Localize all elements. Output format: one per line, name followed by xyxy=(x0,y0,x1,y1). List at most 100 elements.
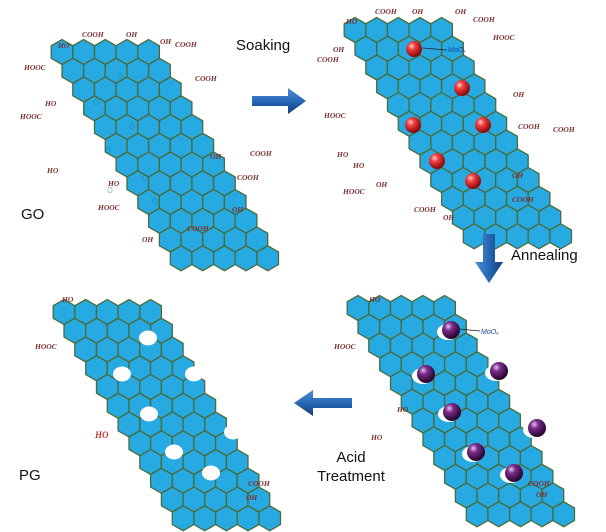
soaking-label: Soaking xyxy=(236,37,291,54)
hexagon-cell xyxy=(193,505,217,532)
nanoparticles xyxy=(113,41,546,483)
functional-group-label: HO xyxy=(370,433,383,442)
hexagon-cell xyxy=(169,245,193,272)
hexagon-cell xyxy=(505,223,529,250)
acid-treatment-arrow xyxy=(294,390,352,416)
moox-nanoparticle-icon xyxy=(406,41,422,57)
mo-nanoparticle-icon xyxy=(490,362,508,380)
oxygen-mark-icon xyxy=(93,98,99,106)
mo-nanoparticle-icon xyxy=(467,443,485,461)
mo-nanoparticle-icon xyxy=(442,321,460,339)
hexagon-cell xyxy=(508,501,532,528)
oxygen-mark-icon xyxy=(142,174,148,182)
functional-group-label: COOH xyxy=(175,40,198,49)
functional-group-label: OH xyxy=(455,7,467,16)
porous-graphene-sheet xyxy=(52,298,282,532)
functional-group-label: COOH xyxy=(512,195,535,204)
moox-nanoparticle-icon xyxy=(475,117,491,133)
pore xyxy=(185,366,203,382)
mo-nanoparticle-icon xyxy=(505,464,523,482)
moox-pointer-line-2 xyxy=(458,328,481,332)
functional-group-label: HO xyxy=(368,295,381,304)
functional-group-label: COOH xyxy=(518,122,541,131)
moox-label-step2: MoOₓ xyxy=(448,47,466,54)
functional-group-label: OH xyxy=(232,205,244,214)
functional-group-label: HO xyxy=(107,179,120,188)
functional-group-label: OH xyxy=(412,7,424,16)
functional-group-label: HOOC xyxy=(19,112,43,121)
functional-group-label: COOH xyxy=(82,30,105,39)
functional-group-label: HOOC xyxy=(333,342,357,351)
pore xyxy=(224,424,242,440)
functional-group-label: HOOC xyxy=(34,342,58,351)
functional-group-label: COOH xyxy=(375,7,398,16)
functional-group-label: OH xyxy=(443,213,455,222)
functional-group-label: COOH xyxy=(317,55,340,64)
functional-group-label: COOH xyxy=(553,125,576,134)
oxygen-mark-icon xyxy=(152,197,158,205)
oxygen-mark-icon xyxy=(117,72,123,80)
oxygen-mark-icon xyxy=(105,146,111,154)
functional-group-label: COOH xyxy=(528,479,551,488)
functional-group-label: HO xyxy=(46,166,59,175)
functional-group-label: HOOC xyxy=(97,203,121,212)
pore xyxy=(140,406,158,422)
hexagon-cell xyxy=(256,245,280,272)
functional-group-label: HO xyxy=(94,430,109,440)
moox-label-step3: MoOₓ xyxy=(481,329,499,336)
functional-group-label: HO xyxy=(44,99,57,108)
acid-label-line1: Acid xyxy=(336,449,366,466)
functional-group-label: OH xyxy=(513,90,525,99)
pore xyxy=(202,465,220,481)
hexagon-cell xyxy=(487,501,511,528)
annealing-label: Annealing xyxy=(511,247,578,264)
functional-group-label: COOH xyxy=(187,224,210,233)
functional-group-label: OH xyxy=(376,180,388,189)
go-label: GO xyxy=(21,206,45,223)
functional-group-label: HO xyxy=(57,41,70,50)
hexagon-cell xyxy=(171,505,195,532)
functional-group-label: HOOC xyxy=(342,187,366,196)
functional-group-label: HO xyxy=(352,161,365,170)
pg-label: PG xyxy=(19,467,41,484)
soaking-arrow xyxy=(252,88,306,114)
functional-group-label: COOH xyxy=(414,205,437,214)
moox-nanoparticle-icon xyxy=(429,153,445,169)
moox-nanoparticle-icon xyxy=(465,173,481,189)
functional-group-label: COOH xyxy=(473,15,496,24)
mo-nanoparticle-icon xyxy=(417,365,435,383)
functional-group-label: HOOC xyxy=(492,33,516,42)
functional-group-label: HOOC xyxy=(323,111,347,120)
mo-nanoparticle-icon xyxy=(443,403,461,421)
annealing-arrow xyxy=(475,234,503,283)
functional-group-label: OH xyxy=(333,45,345,54)
functional-group-label: OH xyxy=(142,235,154,244)
mo-nanoparticle-icon xyxy=(528,419,546,437)
functional-group-label: OH xyxy=(210,152,222,161)
hexagon-cell xyxy=(462,223,486,250)
functional-group-label: OH xyxy=(512,171,524,180)
functional-group-label: OH xyxy=(160,37,172,46)
hexagon-cell xyxy=(465,501,489,528)
functional-group-label: OH xyxy=(126,30,138,39)
go-graphene-oxide-sheet xyxy=(50,38,280,272)
functional-group-label: COOH xyxy=(248,479,271,488)
oxygen-mark-icon xyxy=(107,186,113,194)
hexagon-cell xyxy=(527,223,551,250)
oxygen-mark-icon xyxy=(129,122,135,130)
functional-group-label: COOH xyxy=(195,74,218,83)
functional-group-label: HO xyxy=(345,17,358,26)
moox-pointer-line xyxy=(422,47,448,51)
hexagon-cell xyxy=(214,505,238,532)
functional-group-label: HO xyxy=(61,295,74,304)
hexagon-cell xyxy=(530,501,554,528)
soaked-sheet-with-moox xyxy=(343,16,573,250)
functional-group-label: HO xyxy=(396,405,409,414)
functional-group-label: COOH xyxy=(237,173,260,182)
acid-treatment-label: Acid Treatment xyxy=(299,448,403,486)
hexagon-cell xyxy=(234,245,258,272)
pore xyxy=(165,444,183,460)
moox-nanoparticle-icon xyxy=(454,80,470,96)
